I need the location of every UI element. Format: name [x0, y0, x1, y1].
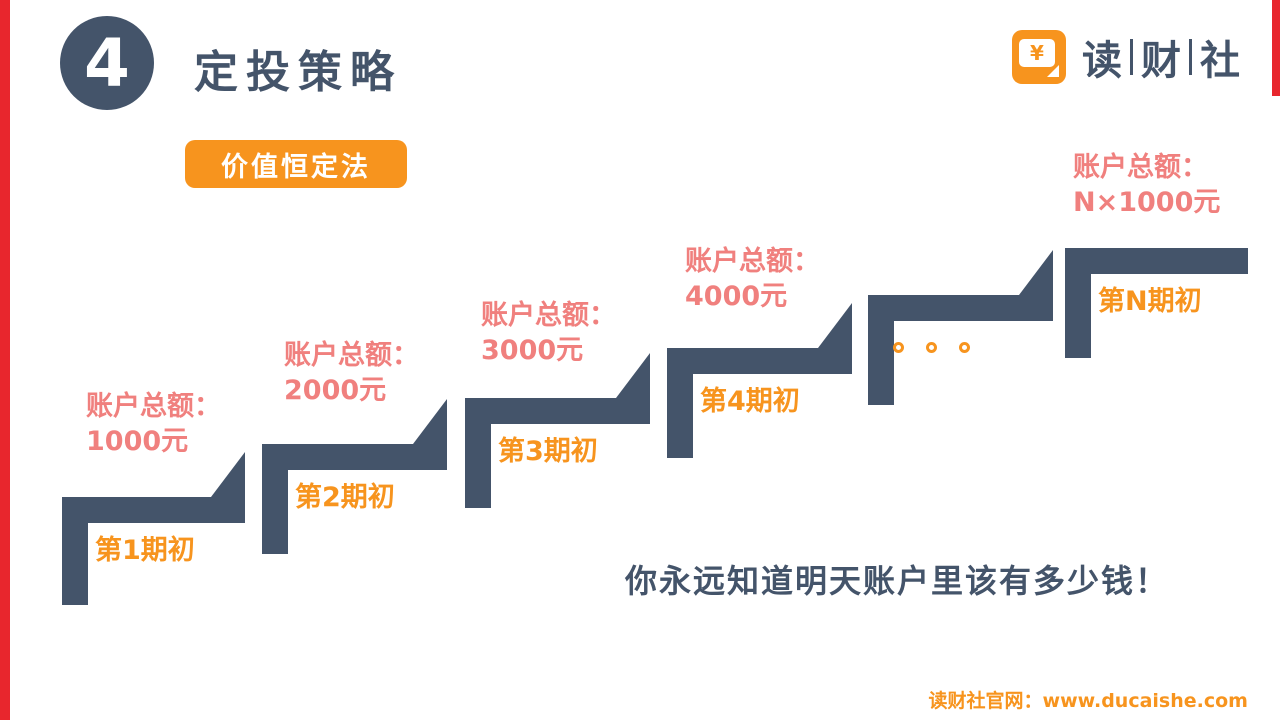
- slide-number: 4: [84, 24, 130, 102]
- step-label: 第N期初: [1098, 286, 1202, 317]
- account-total-label: 账户总额：: [284, 340, 419, 371]
- step-ramp-triangle: [413, 399, 447, 444]
- account-total-label: 账户总额：: [86, 391, 221, 422]
- slide-number-badge: 4: [60, 16, 154, 110]
- step-ramp-triangle: [1019, 250, 1053, 295]
- brand-logo-icon: ¥: [1012, 30, 1066, 84]
- account-total-amount: 4000元: [685, 281, 788, 312]
- ellipsis-dot: [893, 342, 904, 353]
- brand-logo-char: 财: [1141, 38, 1181, 84]
- step-hbar: [868, 295, 1053, 321]
- step-ramp-triangle: [616, 353, 650, 398]
- account-total-label: 账户总额：: [1073, 152, 1208, 183]
- account-total-amount: N×1000元: [1073, 187, 1221, 218]
- method-badge: 价值恒定法: [185, 140, 407, 188]
- account-total-label: 账户总额：: [685, 246, 820, 277]
- right-accent-bar: [1272, 0, 1280, 96]
- pen-nib-icon: [1047, 65, 1059, 77]
- brand-logo-char: 读: [1082, 38, 1122, 84]
- page-title: 定投策略: [194, 47, 402, 98]
- step-label: 第3期初: [498, 436, 598, 467]
- account-total: 账户总额： 4000元: [685, 244, 820, 314]
- step-label: 第1期初: [95, 535, 195, 566]
- account-total: 账户总额： 1000元: [86, 389, 221, 459]
- step-label: 第2期初: [295, 482, 395, 513]
- account-total-label: 账户总额：: [481, 300, 616, 331]
- ellipsis-dot: [959, 342, 970, 353]
- brand-logo: ¥ 读 财 社: [1012, 28, 1244, 86]
- account-total-amount: 3000元: [481, 335, 584, 366]
- yen-icon: ¥: [1019, 39, 1055, 67]
- account-total: 账户总额： 2000元: [284, 338, 419, 408]
- brand-logo-char: 社: [1200, 38, 1240, 84]
- website-link: 读财社官网：www.ducaishe.com: [928, 690, 1248, 712]
- slogan-text: 你永远知道明天账户里该有多少钱！: [625, 562, 1170, 600]
- step-hbar: [262, 444, 447, 470]
- account-total: 账户总额： 3000元: [481, 298, 616, 368]
- account-total-amount: 1000元: [86, 426, 189, 457]
- brand-logo-divider: [1189, 39, 1192, 75]
- account-total: 账户总额： N×1000元: [1073, 150, 1220, 220]
- step-ramp-triangle: [211, 452, 245, 497]
- left-accent-bar: [0, 0, 10, 720]
- step-label: 第4期初: [700, 386, 800, 417]
- brand-logo-divider: [1130, 39, 1133, 75]
- step-ramp-triangle: [818, 303, 852, 348]
- step-hbar: [1065, 248, 1248, 274]
- step-hbar: [62, 497, 245, 523]
- ellipsis-dots: [893, 342, 970, 353]
- account-total-amount: 2000元: [284, 375, 387, 406]
- step-hbar: [667, 348, 852, 374]
- ellipsis-dot: [926, 342, 937, 353]
- step-hbar: [465, 398, 650, 424]
- brand-logo-text: 读 财 社: [1078, 28, 1244, 86]
